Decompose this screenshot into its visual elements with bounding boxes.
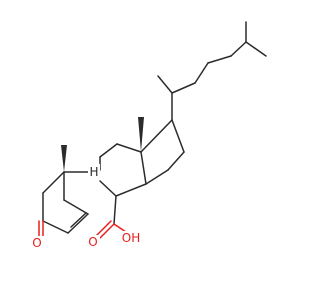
bond: [140, 151, 147, 185]
label-background: [30, 236, 44, 250]
cyclopentane-ring: [140, 119, 185, 185]
bond: [140, 119, 173, 153]
ketone-o-label: O: [32, 236, 41, 250]
bond: [207, 55, 232, 64]
bond: [157, 75, 173, 94]
alkene-double-bond: [70, 212, 87, 228]
label-background: [86, 235, 100, 249]
bond: [145, 169, 169, 185]
carboxylic-acid-group: [96, 195, 127, 239]
bond: [116, 143, 142, 153]
methyl-wedge-bond: [138, 117, 144, 152]
bond: [194, 62, 209, 84]
bond: [99, 143, 118, 158]
bond: [67, 213, 89, 234]
cyclohexane-ring: [99, 117, 147, 197]
atom-labels: H O O OH: [30, 164, 142, 250]
molecule-structure-diagram: H O O OH: [30, 21, 267, 250]
carbonyl-double-bond: [96, 220, 112, 236]
bond: [167, 151, 185, 171]
hydroxyl-bond: [113, 223, 127, 233]
bond: [171, 119, 185, 153]
bond: [230, 41, 247, 57]
bond: [113, 195, 117, 225]
bond: [63, 199, 89, 215]
carbonyl-double-bond: [99, 223, 115, 239]
acid-o-label: O: [88, 235, 97, 249]
bond: [99, 180, 117, 197]
ring-h-label: H: [89, 165, 98, 179]
label-background: [120, 231, 142, 245]
cyclohexenone-ring: [38, 145, 89, 237]
bond: [115, 183, 147, 197]
bond: [42, 220, 69, 234]
label-background: [88, 164, 100, 178]
methyl-wedge-bond: [61, 145, 67, 172]
bond: [245, 41, 267, 57]
bond: [171, 82, 196, 94]
bond: [42, 171, 65, 194]
side-chain: [157, 21, 267, 121]
acid-oh-label: OH: [122, 231, 140, 245]
